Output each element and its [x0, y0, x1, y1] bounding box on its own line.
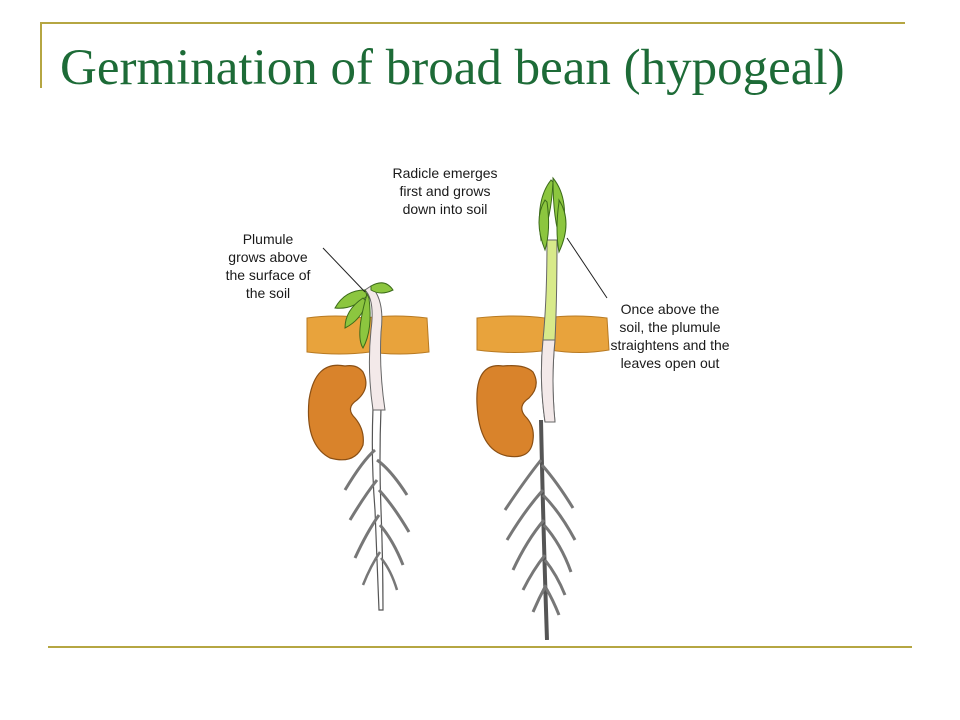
germination-diagram — [195, 160, 755, 640]
slide-title: Germination of broad bean (hypogeal) — [60, 40, 845, 96]
leader-lines — [322, 237, 608, 299]
label-once-line-1: Once above the — [620, 301, 720, 317]
label-plumule-line-1: Plumule — [242, 231, 294, 247]
soil-band-right — [476, 315, 610, 353]
seed-right — [476, 365, 537, 458]
diagram-illustration — [306, 176, 610, 640]
label-once-above: Once above the soil, the plumule straigh… — [590, 300, 750, 372]
frame-line-bottom — [48, 646, 912, 648]
seed-left — [307, 364, 367, 461]
label-plumule-line-3: the surface of — [225, 267, 311, 283]
label-radicle: Radicle emerges first and grows down int… — [360, 164, 530, 218]
label-plumule-line-4: the soil — [245, 285, 291, 301]
label-radicle-line-3: down into soil — [402, 201, 488, 217]
leaves-left — [334, 282, 394, 349]
frame-line-top — [40, 22, 905, 24]
label-once-line-2: soil, the plumule — [619, 319, 721, 335]
leaves-right — [538, 176, 567, 254]
label-radicle-line-1: Radicle emerges — [392, 165, 498, 181]
label-plumule-line-2: grows above — [228, 249, 308, 265]
label-plumule: Plumule grows above the surface of the s… — [216, 230, 320, 302]
label-radicle-line-2: first and grows — [399, 183, 491, 199]
root-system-right — [503, 419, 577, 640]
label-once-line-3: straightens and the — [610, 337, 730, 353]
root-system-left — [343, 407, 411, 611]
frame-line-left — [40, 22, 42, 88]
label-once-line-4: leaves open out — [620, 355, 720, 371]
